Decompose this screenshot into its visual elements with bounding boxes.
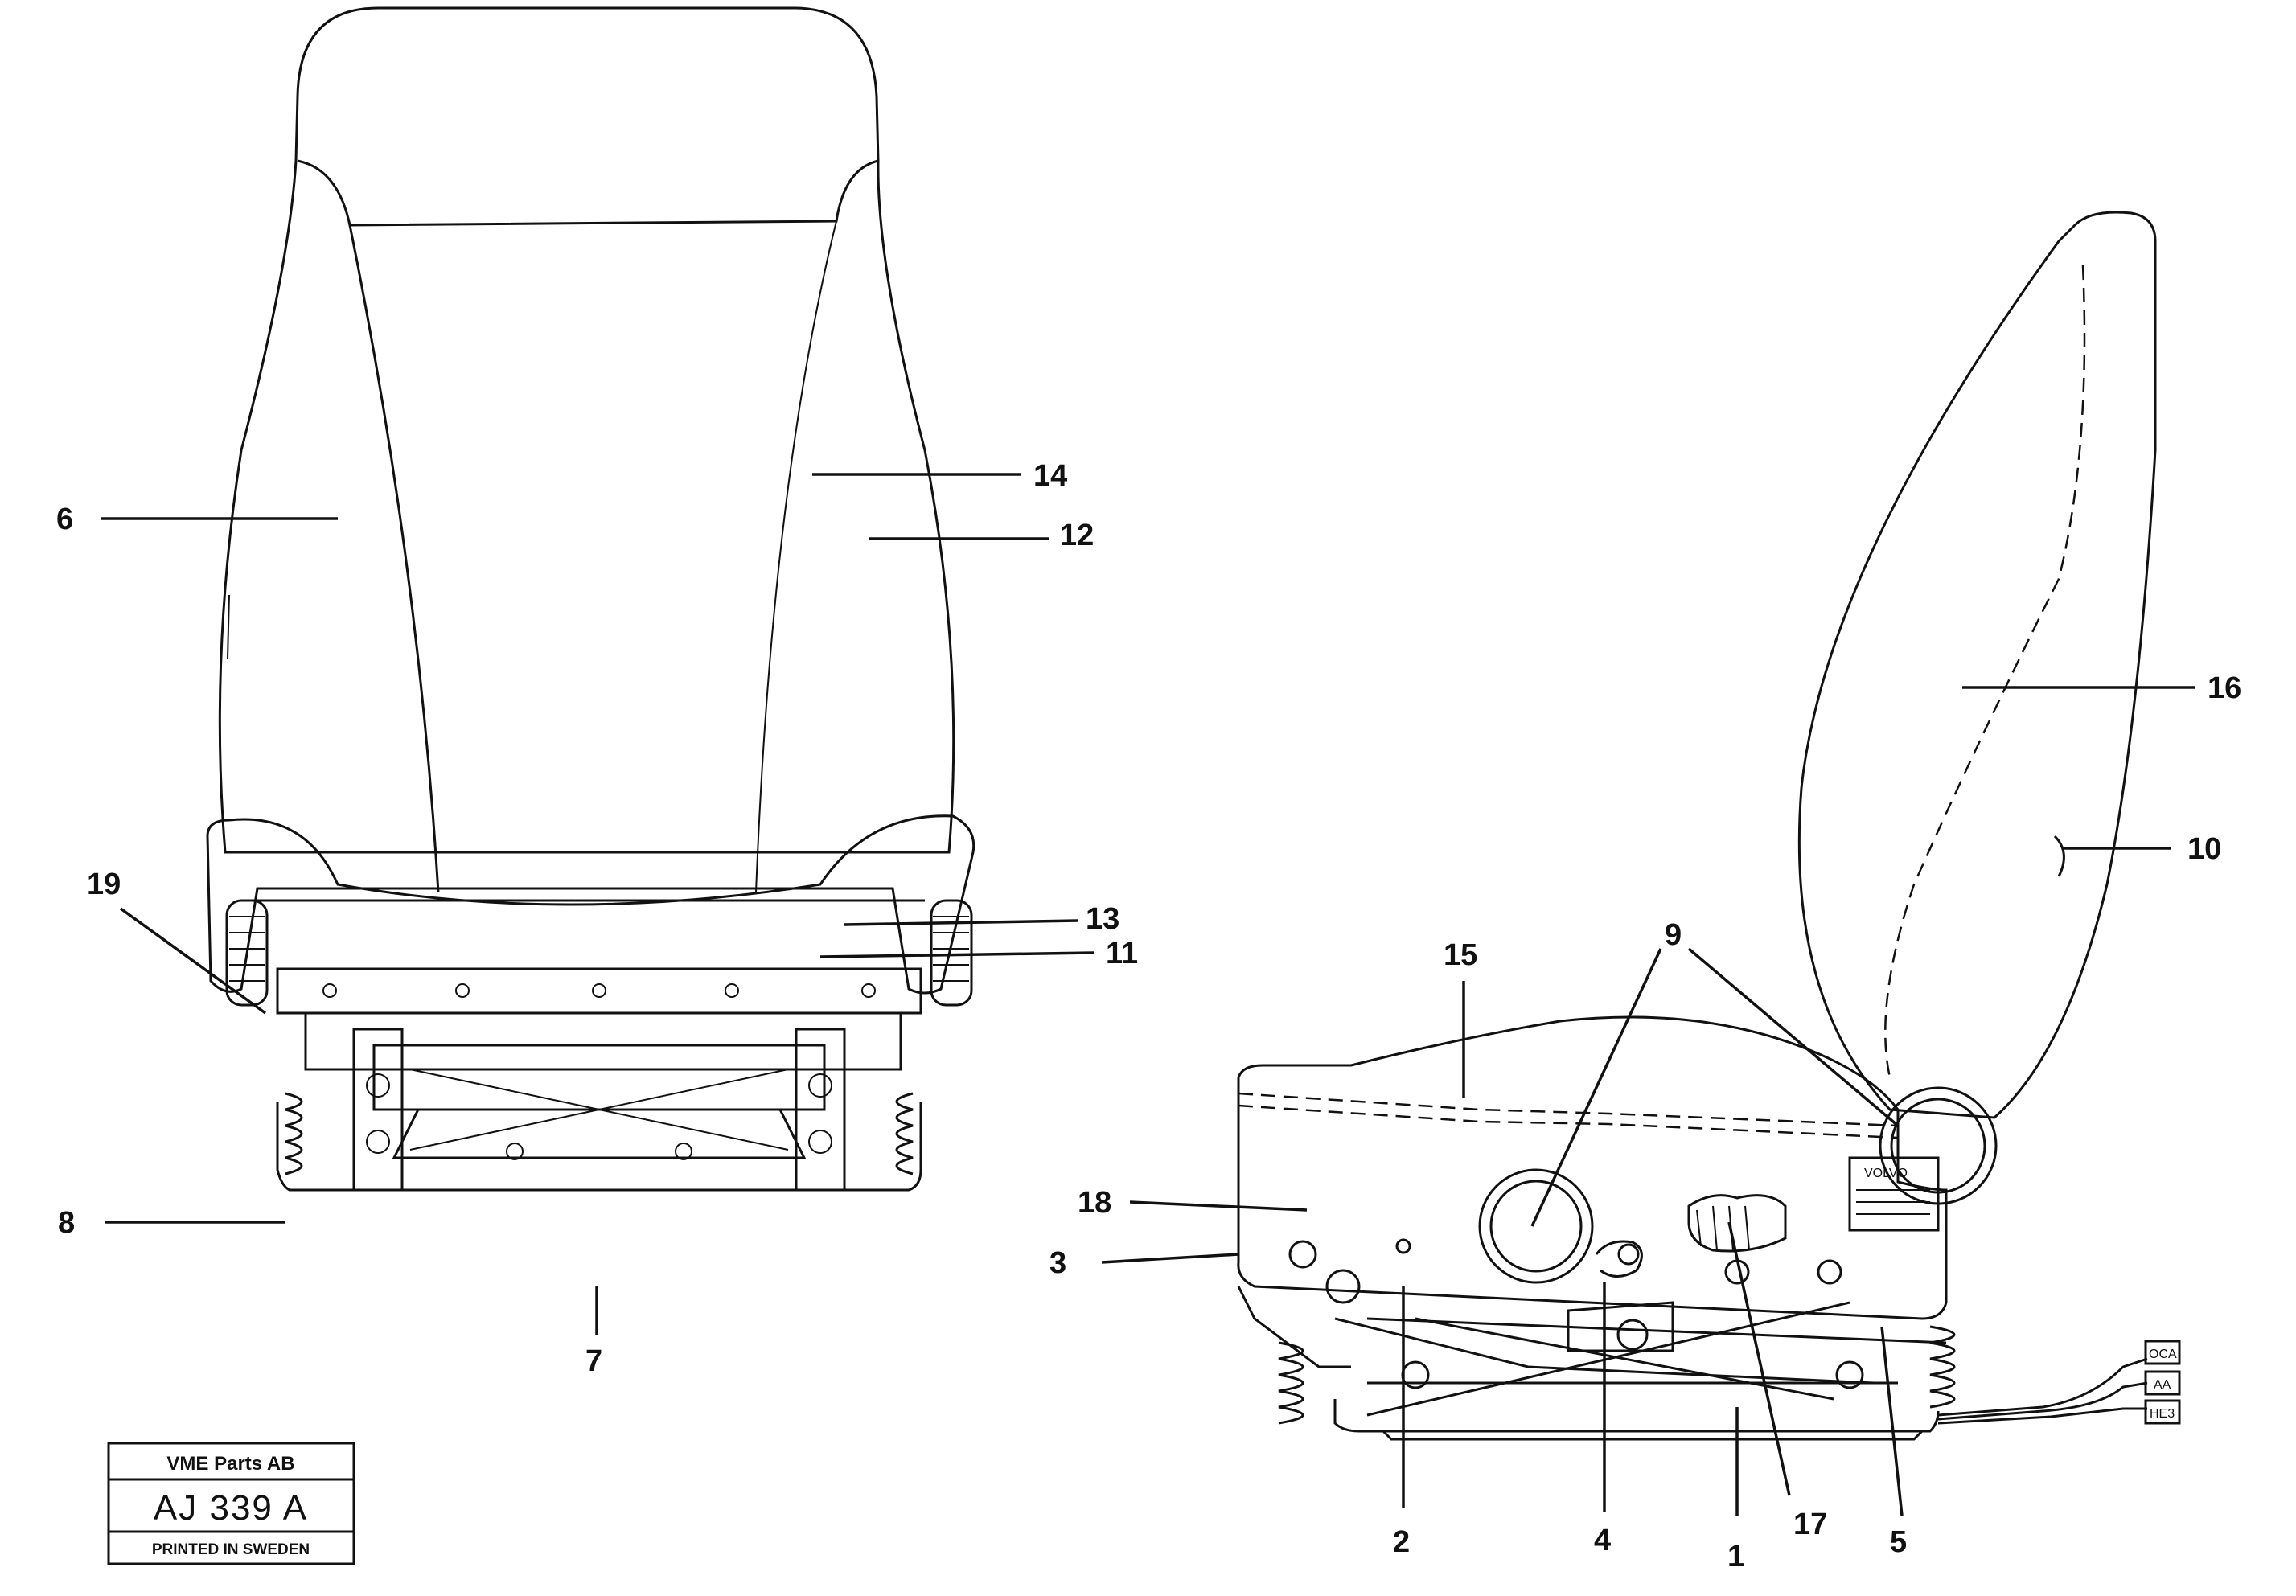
callout-7: 7: [585, 1344, 602, 1378]
callout-8: 8: [58, 1206, 75, 1240]
callout-15: 15: [1444, 938, 1477, 972]
callout-14: 14: [1033, 459, 1067, 493]
callout-1: 1: [1727, 1540, 1744, 1573]
connector-tag-0: OCA: [2149, 1348, 2177, 1361]
callout-labels: 6 14 12 13 11 19 8 7 16 10 15 9 18 3 2 4…: [56, 459, 2241, 1573]
callout-3: 3: [1049, 1246, 1066, 1280]
seat-brand-label: VOLVO: [1864, 1167, 1908, 1180]
callout-19: 19: [87, 868, 121, 901]
callout-13: 13: [1086, 902, 1119, 936]
callout-12: 12: [1060, 519, 1094, 552]
callout-18: 18: [1078, 1186, 1111, 1220]
callout-11: 11: [1106, 937, 1138, 970]
front-view-seat: [206, 6, 975, 1192]
callout-2: 2: [1393, 1525, 1410, 1559]
callout-17: 17: [1793, 1508, 1827, 1541]
callout-16: 16: [2208, 671, 2241, 705]
callout-9: 9: [1665, 918, 1682, 952]
title-stamp: VME Parts AB AJ 339 A PRINTED IN SWEDEN: [107, 1442, 355, 1565]
callout-4: 4: [1594, 1524, 1611, 1557]
connector-tag-1: AA: [2154, 1378, 2171, 1392]
connector-tag-2: HE3: [2150, 1407, 2175, 1421]
callout-6: 6: [56, 503, 73, 536]
callout-5: 5: [1890, 1525, 1907, 1559]
side-view-seat: VOLVO OCA AA: [1237, 211, 2181, 1441]
leader-lines: [101, 473, 2195, 1516]
stamp-footer: PRINTED IN SWEDEN: [152, 1541, 310, 1558]
stamp-code: AJ 339 A: [154, 1488, 308, 1528]
callout-10: 10: [2187, 832, 2221, 866]
stamp-company: VME Parts AB: [166, 1453, 294, 1475]
